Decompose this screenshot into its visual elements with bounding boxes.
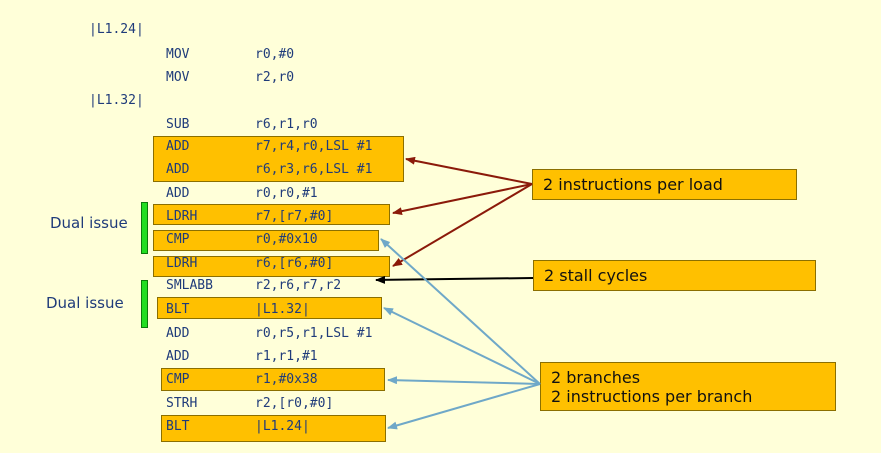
dual-issue-bar [141, 202, 148, 254]
code-op: BLT [166, 302, 190, 317]
callout-branches: 2 branches 2 instructions per branch [540, 362, 836, 411]
load-arrow [405, 156, 533, 185]
code-args: r0,#0x10 [255, 232, 318, 247]
code-args: r2,r0 [255, 70, 295, 85]
code-op: BLT [166, 419, 190, 434]
highlight-blt-2 [161, 415, 386, 442]
code-op: SMLABB [166, 278, 213, 293]
highlight-cmp-2 [161, 368, 385, 391]
code-args: r6,[r6,#0] [255, 256, 334, 271]
code-args: r1,#0x38 [255, 372, 318, 387]
code-args: |L1.32| [255, 302, 310, 317]
code-op: LDRH [166, 209, 198, 224]
code-op: MOV [166, 47, 190, 62]
code-op: STRH [166, 396, 198, 411]
code-label: |L1.32| [89, 93, 144, 108]
code-op: LDRH [166, 256, 198, 271]
code-args: r2,r6,r7,r2 [255, 278, 342, 293]
highlight-ldrh-2 [153, 256, 390, 277]
branch-arrow [387, 376, 541, 385]
branch-arrow [383, 307, 541, 385]
callout-text: 2 instructions per branch [551, 387, 753, 406]
highlight-blt-1 [157, 297, 382, 319]
code-op: CMP [166, 232, 190, 247]
code-op: ADD [166, 139, 190, 154]
code-args: r7,[r7,#0] [255, 209, 334, 224]
callout-text: 2 branches [551, 368, 641, 387]
code-args: r0,#0 [255, 47, 295, 62]
branch-arrow [387, 383, 541, 430]
code-args: r6,r3,r6,LSL #1 [255, 162, 373, 177]
callout-text: 2 stall cycles [544, 266, 648, 285]
callout-instructions-per-load: 2 instructions per load [532, 169, 797, 200]
highlight-cmp-1 [153, 230, 379, 251]
code-args: r2,[r0,#0] [255, 396, 334, 411]
highlight-ldrh-1 [153, 204, 390, 225]
code-args: r0,r5,r1,LSL #1 [255, 326, 373, 341]
code-args: r1,r1,#1 [255, 349, 318, 364]
code-args: r6,r1,r0 [255, 117, 318, 132]
dual-issue-bar [141, 280, 148, 328]
code-op: ADD [166, 162, 190, 177]
highlight-add-add [153, 136, 404, 182]
code-args: r7,r4,r0,LSL #1 [255, 139, 373, 154]
callout-stall-cycles: 2 stall cycles [533, 260, 816, 291]
callout-text: 2 instructions per load [543, 175, 723, 194]
code-op: ADD [166, 326, 190, 341]
code-args: r0,r0,#1 [255, 186, 318, 201]
dual-issue-label: Dual issue [46, 294, 124, 312]
code-op: ADD [166, 186, 190, 201]
load-arrow [392, 183, 533, 216]
code-op: MOV [166, 70, 190, 85]
code-op: ADD [166, 349, 190, 364]
code-label: |L1.24| [89, 22, 144, 37]
code-op: SUB [166, 117, 190, 132]
code-args: |L1.24| [255, 419, 310, 434]
branch-arrow [380, 238, 541, 385]
dual-issue-label: Dual issue [50, 214, 128, 232]
load-arrow [392, 183, 533, 267]
stall-arrow [375, 275, 534, 284]
code-op: CMP [166, 372, 190, 387]
